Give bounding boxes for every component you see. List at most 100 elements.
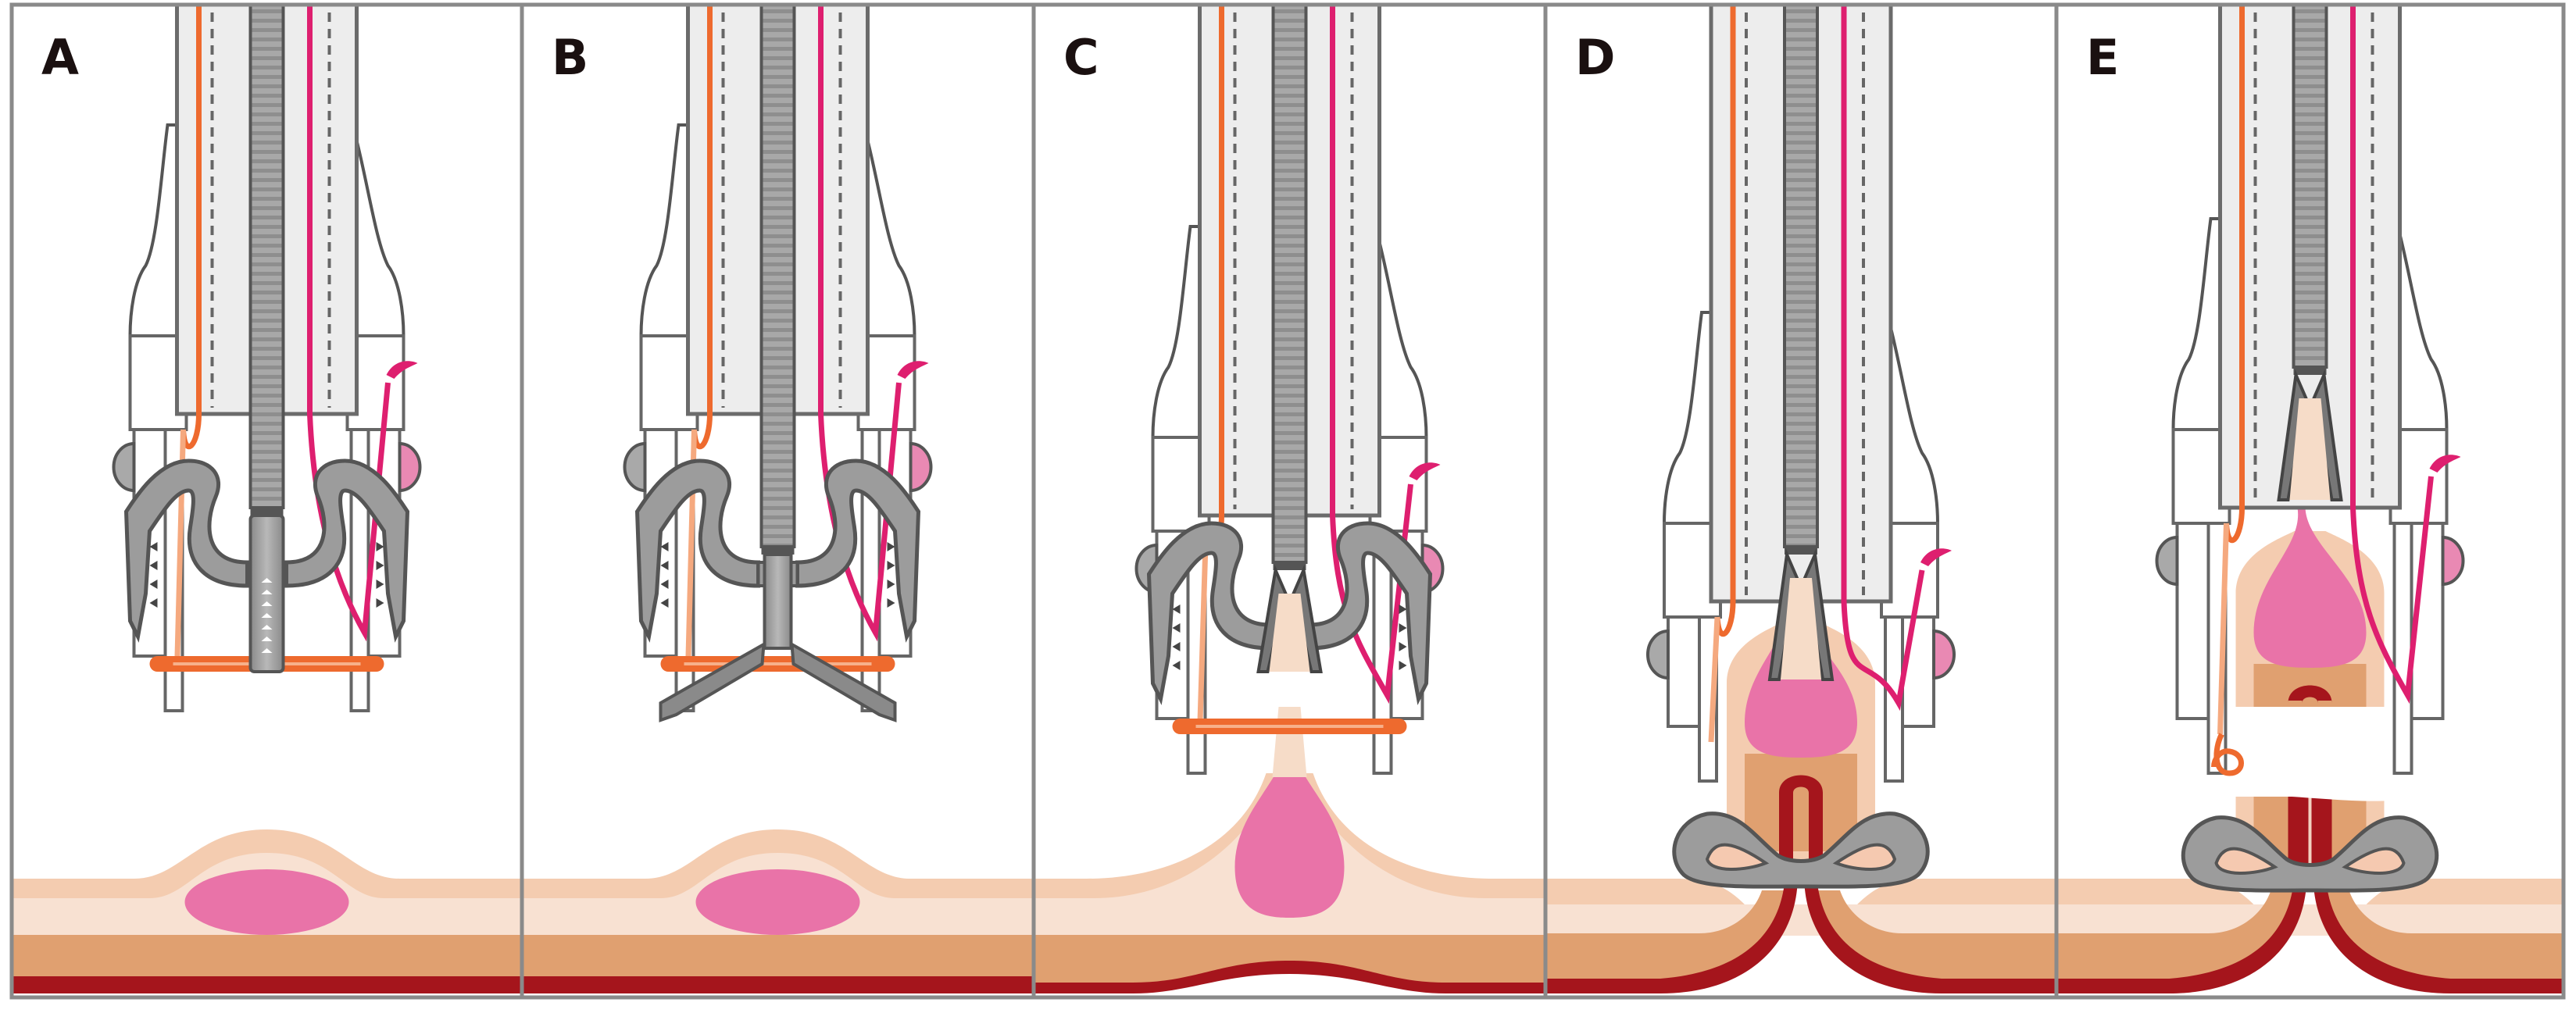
mucosa-layer: [522, 829, 1034, 898]
thread-knot: [386, 361, 418, 379]
panel-label: B: [552, 29, 588, 86]
thread-knot: [1409, 462, 1441, 480]
muscularis-layer-left: [1545, 890, 1785, 980]
muscularis-layer: [522, 933, 1034, 980]
cap-outline: [2171, 217, 2449, 523]
rod-joint: [761, 547, 795, 555]
stump-seam: [2308, 797, 2312, 883]
specimen-serosa-fold: [1779, 775, 1823, 859]
grasped-tissue: [1269, 594, 1310, 672]
panel-a: A: [12, 2, 522, 997]
forceps-tooth: [261, 613, 273, 618]
orange-thread-lower: [2217, 523, 2229, 735]
thread-knot: [1920, 548, 1952, 566]
clip-tooth: [660, 561, 669, 570]
orange-thread-lower: [1708, 616, 1720, 743]
specimen-muscularis: [1745, 754, 1857, 851]
knob-left: [112, 441, 136, 493]
serosa-layer-left: [2056, 875, 2307, 993]
rail-right: [2392, 522, 2413, 775]
orange-thread-lower: [1197, 530, 1209, 735]
cap-side-left: [1667, 615, 1701, 728]
clip-tooth: [149, 580, 158, 589]
open-clip-left-arm: [634, 458, 760, 643]
mucosa-layer-right: [1301, 773, 1545, 898]
open-clip-right-group: [284, 458, 410, 643]
cap-side-left: [2175, 522, 2210, 720]
serosa-layer: [1034, 961, 1545, 993]
knob-right: [2441, 535, 2465, 587]
anchor-prong-left: [659, 641, 766, 722]
magenta-thread: [2350, 5, 2434, 704]
clip-tooth: [1399, 642, 1407, 651]
clip-tooth: [1399, 623, 1407, 633]
knob-left: [1646, 629, 1670, 680]
instrument-rod: [759, 3, 796, 548]
instrument-rod: [1783, 3, 1819, 548]
clip-tooth: [660, 580, 669, 589]
serosa-layer-left: [1545, 875, 1798, 993]
panel-b: B: [520, 2, 1034, 997]
mucosa-layer: [12, 829, 522, 898]
panel-label: D: [1575, 29, 1615, 86]
clip-tooth: [1172, 661, 1181, 670]
panel-label: E: [2086, 29, 2119, 86]
magenta-thread: [1841, 5, 1925, 712]
muscularis-layer-right: [2325, 890, 2563, 980]
lesion: [184, 869, 349, 935]
forceps-tooth: [261, 648, 273, 653]
panel-e: E: [2054, 2, 2563, 997]
clip-tooth: [376, 598, 384, 608]
serosa-layer-right: [2313, 875, 2563, 993]
forceps-tooth: [261, 578, 273, 583]
clip-tooth: [1399, 661, 1407, 670]
clip-tooth: [376, 561, 384, 570]
serosa-layer: [12, 976, 522, 993]
clip-tooth: [1172, 623, 1181, 633]
released-snare-loop: [2211, 733, 2244, 776]
knob-right: [909, 441, 933, 493]
mucosa-layer: [1545, 879, 2056, 906]
anchor-shaft: [763, 553, 793, 650]
lesion: [1234, 746, 1345, 918]
clip-tooth: [660, 598, 669, 608]
muscularis-layer: [1034, 922, 1545, 984]
clip-tooth: [149, 561, 158, 570]
clip-tooth: [887, 561, 895, 570]
muscularis-layer: [12, 933, 522, 980]
submucosa-layer: [2056, 904, 2563, 936]
open-clip-right-group: [795, 458, 921, 643]
submucosa-layer: [1545, 904, 2056, 936]
cap-outline: [1151, 225, 1428, 531]
anchor-prong-right: [790, 641, 897, 722]
clip-tooth: [887, 598, 895, 608]
rod-joint: [250, 508, 284, 515]
serosa-layer-right: [1804, 875, 2056, 993]
panel-d: D: [1543, 2, 2056, 997]
forceps-tooth: [261, 637, 273, 641]
knob-left: [2155, 535, 2179, 587]
cap-side-right: [1901, 615, 1935, 728]
clip-tooth: [149, 598, 158, 608]
panel-label: C: [1063, 29, 1099, 86]
instrument-rod: [2292, 3, 2328, 369]
grasped-tissue: [2289, 398, 2331, 500]
clip-eye-left: [2214, 847, 2278, 875]
clip-tooth: [660, 542, 669, 551]
grasped-tissue: [1781, 578, 1821, 679]
rod-joint: [2293, 367, 2327, 375]
cap-outline: [1663, 311, 1939, 617]
clip-tooth: [149, 542, 158, 551]
clip-eye-left: [1705, 843, 1770, 871]
open-clip-left-arm: [123, 458, 249, 643]
instrument-rod: [248, 3, 285, 509]
panel-c: C: [1031, 2, 1545, 997]
serosa-layer: [522, 976, 1034, 993]
clip-tooth: [887, 580, 895, 589]
clip-tooth: [1172, 605, 1181, 614]
knob-right: [1932, 629, 1956, 680]
panel-label: A: [41, 29, 79, 86]
clip-tooth: [376, 580, 384, 589]
clip-tooth: [1172, 642, 1181, 651]
